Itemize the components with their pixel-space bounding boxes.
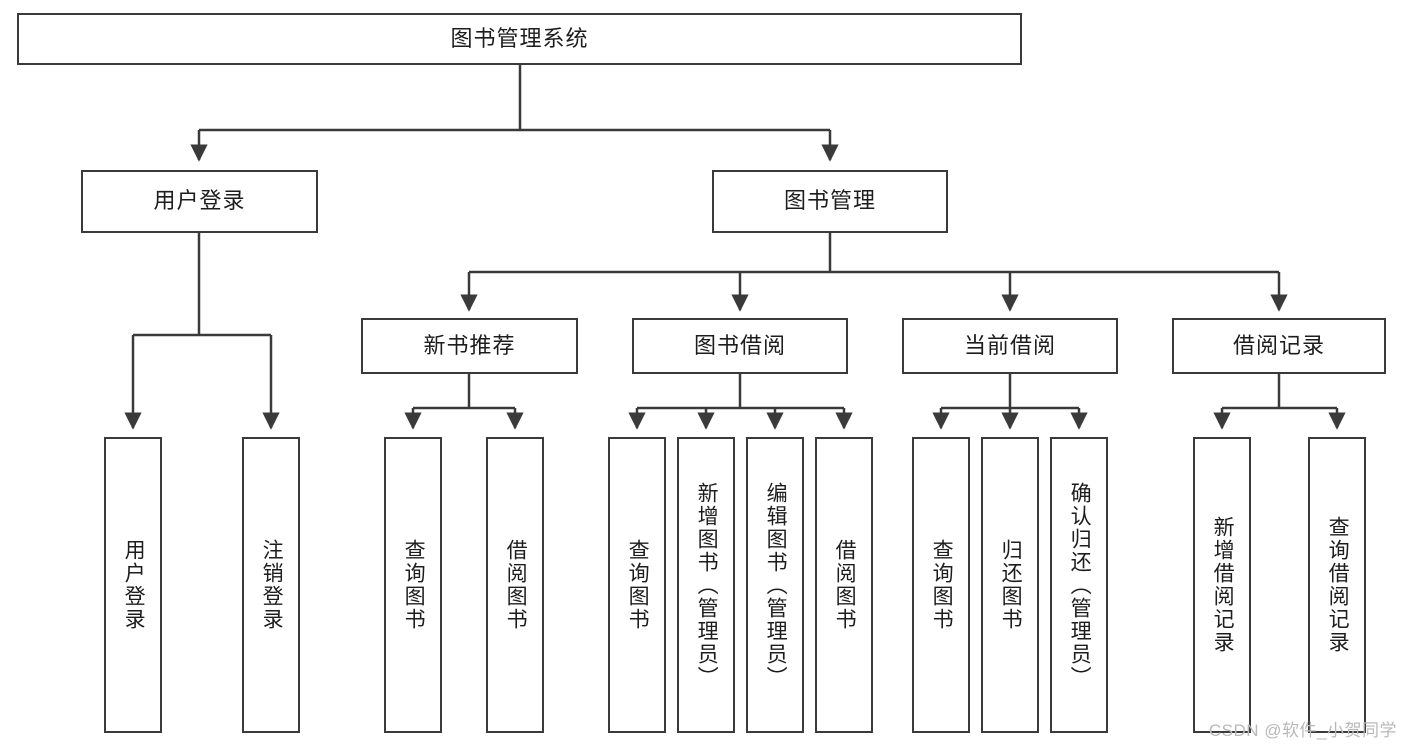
leaf-borrow-record-add-record[interactable]: 新增借阅记录 <box>1193 437 1251 733</box>
leaf-current-borrow-query-books[interactable]: 查询图书 <box>912 437 970 733</box>
node-book-borrow[interactable]: 图书借阅 <box>632 318 848 374</box>
node-new-book-recommend[interactable]: 新书推荐 <box>361 318 578 374</box>
node-borrow-record[interactable]: 借阅记录 <box>1172 318 1386 374</box>
leaf-current-borrow-return-books[interactable]: 归还图书 <box>981 437 1039 733</box>
node-label: 新书推荐 <box>423 332 516 358</box>
node-label: 查询图书 <box>930 539 954 631</box>
node-label: 确认归还（管理员） <box>1068 481 1092 689</box>
node-label: 借阅记录 <box>1232 332 1325 358</box>
node-label: 借阅图书 <box>833 539 857 631</box>
node-label: 编辑图书（管理员） <box>764 481 788 689</box>
node-label: 图书借阅 <box>693 332 786 358</box>
node-label: 归还图书 <box>999 539 1023 631</box>
leaf-borrow-record-query-record[interactable]: 查询借阅记录 <box>1308 437 1366 733</box>
node-book-management[interactable]: 图书管理 <box>712 170 948 233</box>
node-label: 用户登录 <box>122 539 146 631</box>
node-label: 注销登录 <box>260 539 284 631</box>
leaf-book-borrow-add-book-admin[interactable]: 新增图书（管理员） <box>677 437 735 733</box>
node-root-book-management-system[interactable]: 图书管理系统 <box>17 13 1022 65</box>
node-user-login[interactable]: 用户登录 <box>81 170 318 233</box>
leaf-new-book-borrow-books[interactable]: 借阅图书 <box>486 437 544 733</box>
node-label: 查询图书 <box>402 539 426 631</box>
leaf-user-login-logout[interactable]: 注销登录 <box>242 437 300 733</box>
watermark: CSDN @软件_小贺同学 <box>1208 721 1397 740</box>
node-current-borrow[interactable]: 当前借阅 <box>902 318 1118 374</box>
leaf-book-borrow-borrow-books[interactable]: 借阅图书 <box>815 437 873 733</box>
node-label: 图书管理 <box>783 188 876 214</box>
node-label: 查询借阅记录 <box>1326 516 1350 654</box>
leaf-new-book-query-books[interactable]: 查询图书 <box>384 437 442 733</box>
node-label: 新增图书（管理员） <box>695 481 719 689</box>
leaf-current-borrow-confirm-return-admin[interactable]: 确认归还（管理员） <box>1050 437 1108 733</box>
node-label: 用户登录 <box>153 188 246 214</box>
leaf-user-login-login[interactable]: 用户登录 <box>104 437 162 733</box>
node-label: 新增借阅记录 <box>1211 516 1235 654</box>
leaf-book-borrow-edit-book-admin[interactable]: 编辑图书（管理员） <box>746 437 804 733</box>
node-label: 借阅图书 <box>504 539 528 631</box>
node-label: 当前借阅 <box>963 332 1056 358</box>
leaf-book-borrow-query-books[interactable]: 查询图书 <box>608 437 666 733</box>
node-label: 图书管理系统 <box>450 25 589 51</box>
node-label: 查询图书 <box>626 539 650 631</box>
